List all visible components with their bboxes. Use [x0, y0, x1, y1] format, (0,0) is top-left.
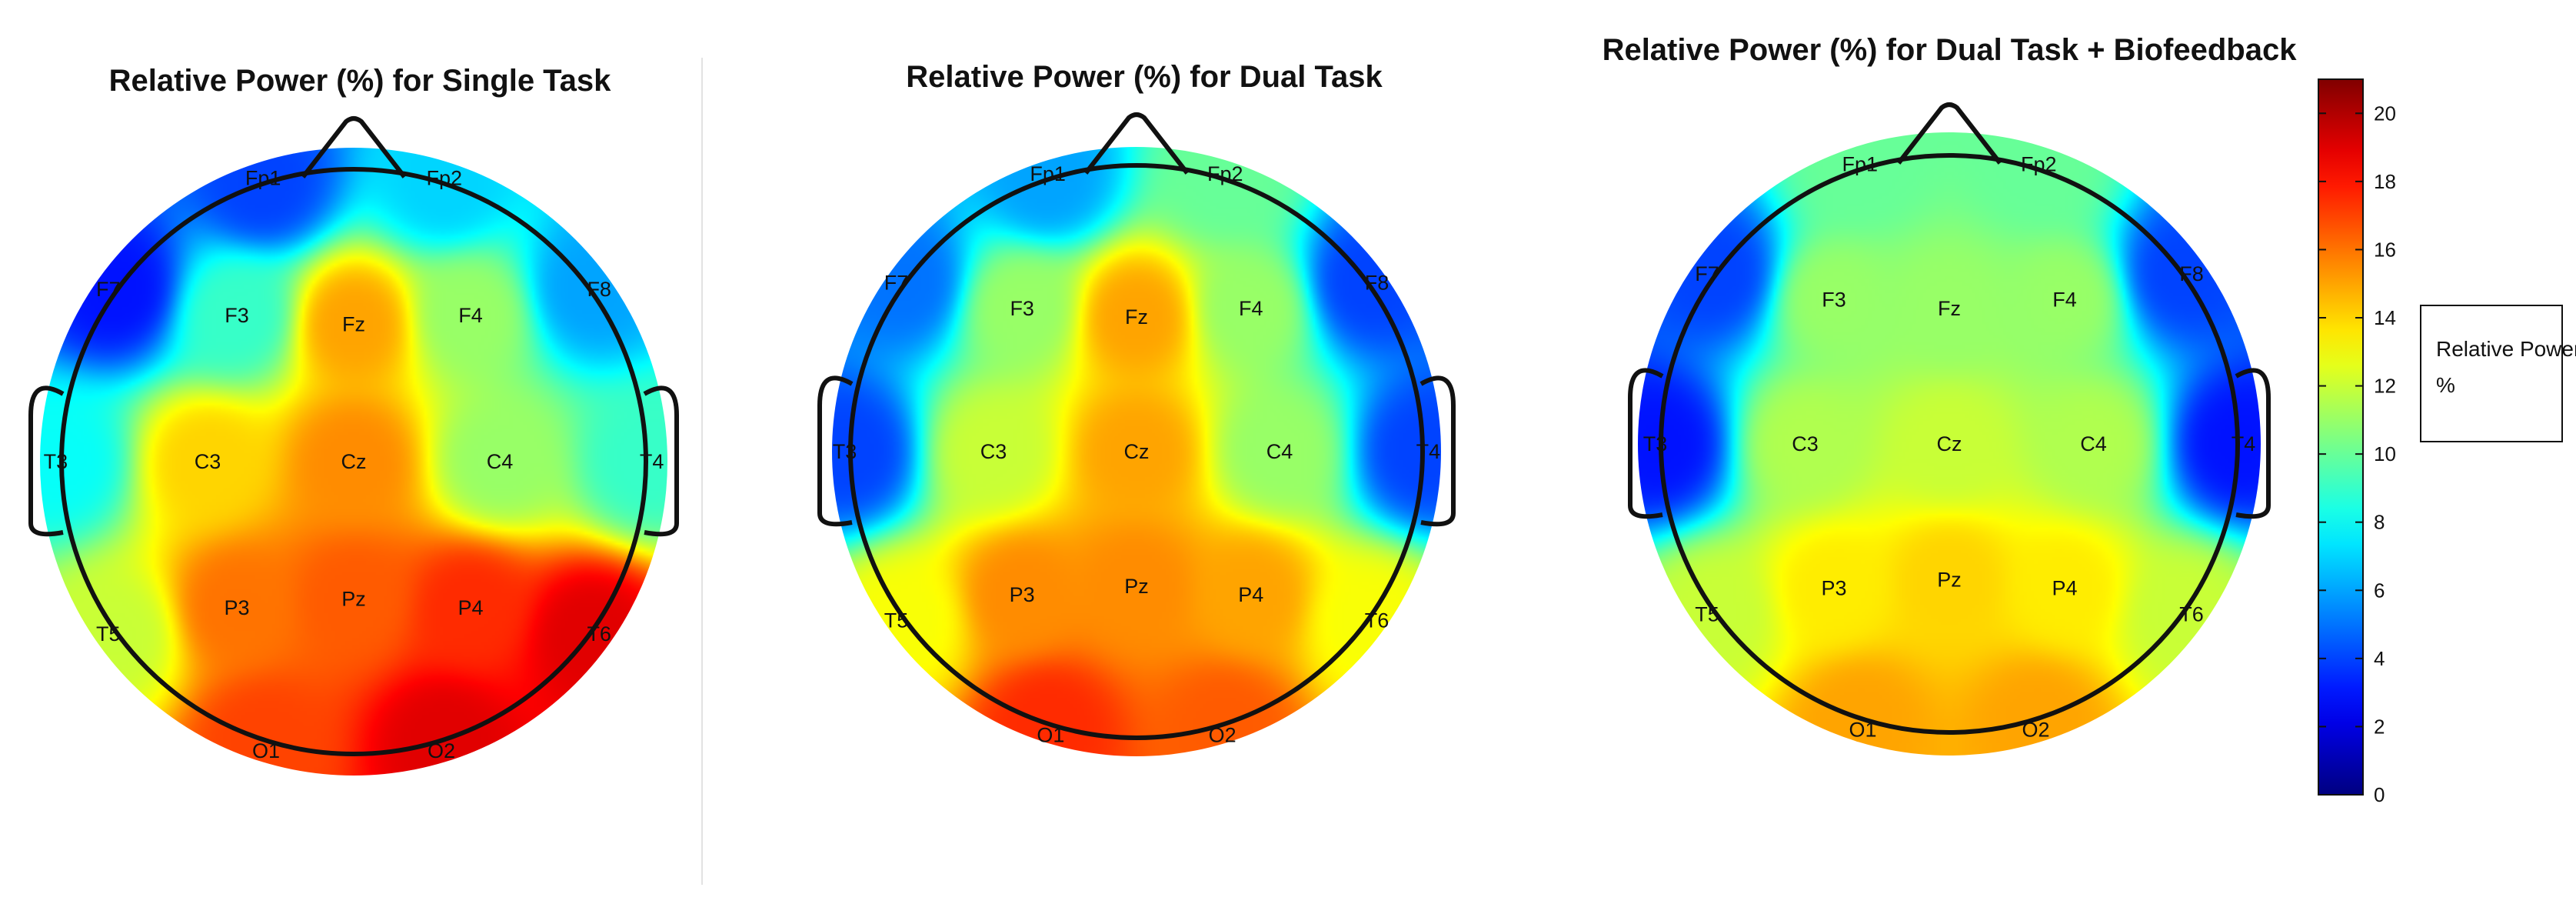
- left-ear: [817, 375, 854, 527]
- electrode-label-t6: T6: [2179, 602, 2204, 625]
- electrode-label-t4: T4: [1416, 440, 1441, 463]
- electrode-label-fp2: Fp2: [427, 166, 463, 189]
- head-outline: [1659, 153, 2240, 735]
- colorbar-tick-label: 2: [2374, 715, 2385, 738]
- colorbar-tick-label: 0: [2374, 783, 2385, 806]
- electrode-label-f4: F4: [2052, 289, 2077, 312]
- electrode-label-c4: C4: [487, 450, 514, 473]
- map-title: Relative Power (%) for Dual Task + Biofe…: [1603, 33, 2298, 67]
- electrode-label-f3: F3: [1822, 289, 1846, 312]
- topo-surface: [40, 148, 667, 776]
- electrode-label-p3: P3: [1010, 583, 1035, 606]
- electrode-label-t6: T6: [587, 622, 611, 645]
- colorbar-tick-label: 4: [2374, 647, 2385, 670]
- colorbar-tick-label: 10: [2374, 442, 2396, 465]
- left-ear: [1628, 368, 1664, 519]
- electrode-label-c3: C3: [195, 450, 221, 473]
- electrode-label-p3: P3: [1821, 577, 1846, 600]
- colorbar-tick-label: 16: [2374, 238, 2396, 261]
- electrode-label-cz: Cz: [1937, 432, 1962, 455]
- colorbar-tick-label: 14: [2374, 306, 2396, 329]
- electrode-label-p4: P4: [458, 596, 483, 619]
- electrode-label-f7: F7: [1695, 262, 1719, 285]
- electrode-label-f4: F4: [1239, 297, 1263, 320]
- electrode-label-t3: T3: [833, 440, 857, 463]
- electrode-label-o1: O1: [1037, 723, 1064, 746]
- electrode-label-p4: P4: [2052, 577, 2077, 600]
- electrode-label-f3: F3: [225, 304, 249, 327]
- colorbar-title-line-1: Relative Power: [2436, 337, 2576, 361]
- right-ear: [643, 385, 679, 537]
- nose: [301, 116, 407, 178]
- colorbar-tick-label: 18: [2374, 170, 2396, 193]
- electrode-label-o2: O2: [428, 739, 455, 762]
- electrode-label-pz: Pz: [1937, 568, 1962, 591]
- electrode-label-t4: T4: [2232, 432, 2256, 455]
- electrode-label-pz: Pz: [1124, 575, 1149, 598]
- electrode-label-fz: Fz: [1125, 305, 1148, 329]
- electrode-label-c3: C3: [980, 440, 1007, 463]
- electrode-label-cz: Cz: [1124, 440, 1150, 463]
- colorbar-title-line-2: %: [2436, 373, 2455, 397]
- right-ear: [1419, 375, 1456, 527]
- head-outline: [848, 163, 1425, 740]
- electrode-label-o2: O2: [2022, 718, 2049, 741]
- electrode-label-c4: C4: [2080, 432, 2107, 455]
- electrode-label-fp1: Fp1: [245, 166, 281, 189]
- electrode-label-t3: T3: [1643, 432, 1668, 455]
- nose: [1083, 112, 1190, 175]
- colorbar-tick-label: 6: [2374, 579, 2385, 602]
- electrode-label-pz: Pz: [341, 588, 366, 611]
- electrode-label-t4: T4: [640, 450, 664, 473]
- electrode-label-t5: T5: [96, 622, 121, 645]
- electrode-label-t3: T3: [44, 450, 68, 473]
- electrode-label-f3: F3: [1010, 297, 1034, 320]
- nose: [1896, 102, 2002, 165]
- topo-map-3: Relative Power (%) for Dual Task + Biofe…: [1603, 33, 2298, 756]
- colorbar-tick-label: 8: [2374, 511, 2385, 534]
- colorbar-gradient: [2318, 78, 2364, 796]
- electrode-label-f8: F8: [2179, 262, 2204, 285]
- electrode-label-fp1: Fp1: [1030, 162, 1066, 185]
- colorbar-title-box: [2420, 305, 2563, 442]
- electrode-label-o1: O1: [1849, 718, 1876, 741]
- colorbar-tick-label: 20: [2374, 102, 2396, 125]
- electrode-label-f8: F8: [587, 278, 611, 301]
- topo-surface: [1638, 132, 2261, 756]
- electrode-label-f7: F7: [96, 278, 121, 301]
- electrode-label-t5: T5: [1695, 602, 1719, 625]
- electrode-label-fp1: Fp1: [1842, 152, 1878, 175]
- electrode-label-f8: F8: [1365, 272, 1390, 295]
- electrode-label-f7: F7: [884, 272, 909, 295]
- electrode-label-o1: O1: [252, 739, 280, 762]
- electrode-label-c3: C3: [1792, 432, 1819, 455]
- right-ear: [2235, 368, 2271, 519]
- electrode-label-fz: Fz: [342, 312, 365, 335]
- electrode-label-p4: P4: [1238, 583, 1263, 606]
- head-outline: [59, 167, 648, 756]
- electrode-label-f4: F4: [458, 304, 483, 327]
- left-ear: [28, 385, 65, 537]
- map-title: Relative Power (%) for Dual Task: [906, 60, 1383, 94]
- map-title: Relative Power (%) for Single Task: [109, 64, 612, 98]
- electrode-label-p3: P3: [224, 596, 249, 619]
- electrode-label-o2: O2: [1209, 723, 1236, 746]
- electrode-label-t6: T6: [1365, 609, 1390, 632]
- electrode-label-fp2: Fp2: [1207, 162, 1243, 185]
- electrode-label-t5: T5: [884, 609, 909, 632]
- electrode-label-c4: C4: [1266, 440, 1293, 463]
- electrode-label-fp2: Fp2: [2021, 152, 2057, 175]
- electrode-label-fz: Fz: [1938, 297, 1961, 320]
- electrode-label-cz: Cz: [341, 450, 367, 473]
- colorbar-tick-label: 12: [2374, 375, 2396, 398]
